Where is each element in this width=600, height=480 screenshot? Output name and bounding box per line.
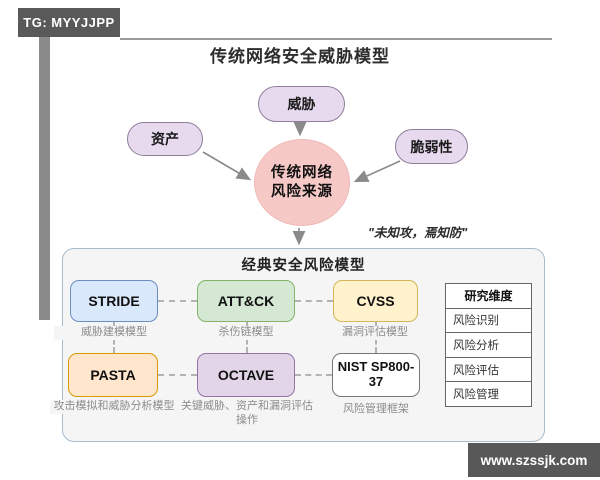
model-attck-desc: 杀伤链模型 (186, 326, 306, 340)
model-pasta-label: PASTA (90, 366, 136, 383)
model-card-nist: NIST SP800-37 (332, 353, 420, 397)
dashed-connector-horizontal (295, 300, 333, 302)
model-pasta-desc: 攻击模拟和威胁分析模型 (50, 400, 178, 414)
dimension-row-risk-assessment: 风险评估 (446, 356, 531, 382)
model-nist-label: NIST SP800-37 (337, 359, 415, 389)
page-title: 传统网络安全威胁模型 (210, 47, 390, 66)
model-cvss-desc: 漏洞评估模型 (315, 326, 435, 340)
vertical-bar-artifact (39, 37, 50, 320)
model-card-pasta: PASTA (68, 353, 158, 397)
tg-badge-label: TG: MYYJJPP (23, 15, 115, 30)
node-vulnerability-label: 脆弱性 (410, 138, 453, 155)
quote-text: "未知攻，焉知防" (368, 226, 468, 240)
risk-source-circle: 传统网络 风险来源 (254, 139, 350, 226)
dimensions-header: 研究维度 (464, 289, 513, 304)
dashed-connector-horizontal (158, 374, 197, 376)
watermark-site: www.szssjk.com (468, 443, 600, 477)
dimension-row-risk-analysis: 风险分析 (446, 332, 531, 357)
dashed-connector-horizontal (295, 374, 332, 376)
model-card-attck: ATT&CK (197, 280, 295, 322)
node-threat: 威胁 (258, 86, 345, 122)
dimension-row-risk-identify: 风险识别 (446, 307, 531, 333)
arrow-asset-to-circle (202, 151, 252, 181)
dimension-row-risk-management: 风险管理 (446, 381, 531, 406)
model-nist-desc: 风险管理框架 (316, 403, 436, 417)
dashed-connector-horizontal (158, 300, 197, 302)
model-octave-label: OCTAVE (217, 366, 275, 383)
model-card-cvss: CVSS (333, 280, 418, 322)
risk-source-line1: 传统网络 (271, 164, 333, 181)
model-card-stride: STRIDE (70, 280, 158, 322)
model-octave-desc: 关键威胁、资产和漏洞评估操作 (181, 400, 313, 428)
watermark-text: www.szssjk.com (480, 452, 588, 468)
model-stride-label: STRIDE (88, 292, 140, 309)
arrow-vuln-to-circle (353, 160, 401, 182)
node-asset: 资产 (127, 122, 203, 156)
node-vulnerability: 脆弱性 (395, 129, 468, 164)
node-asset-label: 资产 (151, 131, 179, 147)
risk-source-line2: 风险来源 (271, 183, 333, 200)
node-threat-label: 威胁 (287, 96, 316, 112)
model-attck-label: ATT&CK (217, 292, 275, 309)
classic-models-title: 经典安全风险模型 (241, 258, 366, 274)
model-card-octave: OCTAVE (197, 353, 295, 397)
research-dimensions-table: 研究维度 风险识别 风险分析 风险评估 风险管理 (445, 283, 532, 407)
horizontal-rule (120, 38, 552, 40)
tg-badge: TG: MYYJJPP (18, 8, 120, 37)
model-cvss-label: CVSS (356, 292, 395, 309)
model-stride-desc: 威胁建模模型 (54, 326, 174, 340)
